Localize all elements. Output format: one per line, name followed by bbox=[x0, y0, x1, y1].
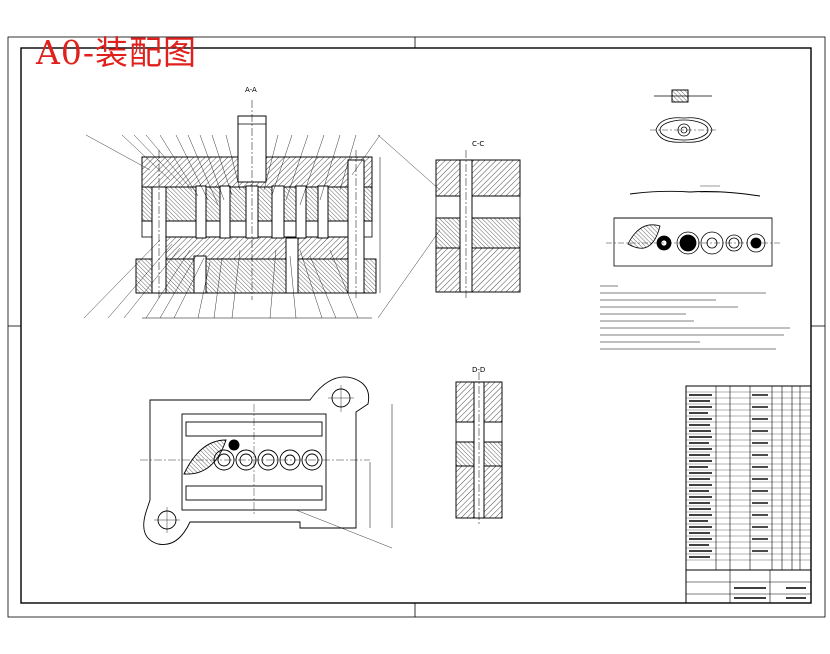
frame-border bbox=[7, 36, 826, 618]
part-drawing-top bbox=[650, 89, 718, 143]
bom-text-marks bbox=[689, 394, 806, 599]
section-dd-view bbox=[455, 372, 503, 525]
section-aa-label: A-A bbox=[245, 86, 257, 94]
title-block bbox=[685, 385, 812, 604]
plan-view bbox=[140, 376, 393, 549]
section-aa-view bbox=[135, 100, 381, 319]
section-dd-label: D-D bbox=[472, 366, 486, 374]
technical-notes bbox=[600, 285, 790, 350]
drawing-title: A0-装配图 bbox=[36, 33, 197, 72]
leader-lines-bottom bbox=[83, 239, 359, 319]
leader-lines-top bbox=[85, 134, 381, 206]
strip-layout bbox=[606, 185, 782, 267]
section-cc-label: C-C bbox=[472, 140, 485, 148]
bom-rows bbox=[686, 391, 811, 561]
section-cc-view bbox=[377, 134, 521, 319]
